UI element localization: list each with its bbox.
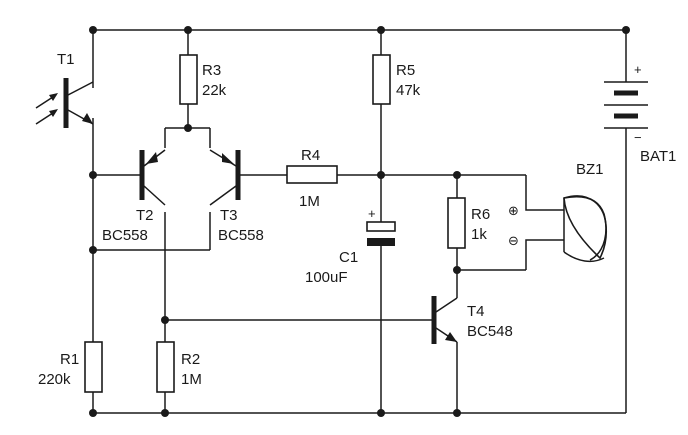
r6-value-label: 1k [471,226,487,243]
r3-ref-label: R3 [202,62,221,79]
c1-polarity-label: + [368,206,376,221]
r6-ref-label: R6 [471,206,490,223]
r1-value-label: 220k [38,371,71,388]
t3-value-label: BC558 [218,227,264,244]
transistor-t4: T4 BC548 [431,296,513,344]
t2-ref-label: T2 [136,207,154,224]
wires [92,29,627,414]
r3-value-label: 22k [202,82,227,99]
phototransistor-t1: T1 [35,51,94,128]
t4-ref-label: T4 [467,303,485,320]
bat1-ref-label: BAT1 [640,148,676,165]
junction-dots [89,26,630,417]
capacitor-c1: + C1 100uF [305,206,396,286]
r2-value-label: 1M [181,371,202,388]
resistor-r3: R3 22k [179,54,227,105]
battery-bat1: + − BAT1 [604,62,676,165]
t4-value-label: BC548 [467,323,513,340]
bz1-plus-label: ⊕ [508,203,519,218]
c1-value-label: 100uF [305,269,348,286]
buzzer-bz1: ⊕ ⊖ BZ1 [508,161,608,263]
r5-ref-label: R5 [396,62,415,79]
t1-ref-label: T1 [57,51,75,68]
bz1-ref-label: BZ1 [576,161,604,178]
r2-ref-label: R2 [181,351,200,368]
t2-value-label: BC558 [102,227,148,244]
resistor-r1: R1 220k [38,341,103,393]
r4-ref-label: R4 [301,147,320,164]
r1-ref-label: R1 [60,351,79,368]
resistor-r5: R5 47k [372,54,421,105]
r4-value-label: 1M [299,193,320,210]
resistor-r6: R6 1k [447,197,490,249]
transistor-t3: T3 BC558 [209,149,264,244]
bz1-minus-label: ⊖ [508,233,519,248]
c1-ref-label: C1 [339,249,358,266]
bat1-minus-label: − [634,130,642,145]
r5-value-label: 47k [396,82,421,99]
resistor-r2: R2 1M [156,341,202,393]
resistor-r4: R4 1M [286,147,338,210]
transistor-t2: T2 BC558 [102,149,166,244]
bat1-plus-label: + [634,62,642,77]
t3-ref-label: T3 [220,207,238,224]
